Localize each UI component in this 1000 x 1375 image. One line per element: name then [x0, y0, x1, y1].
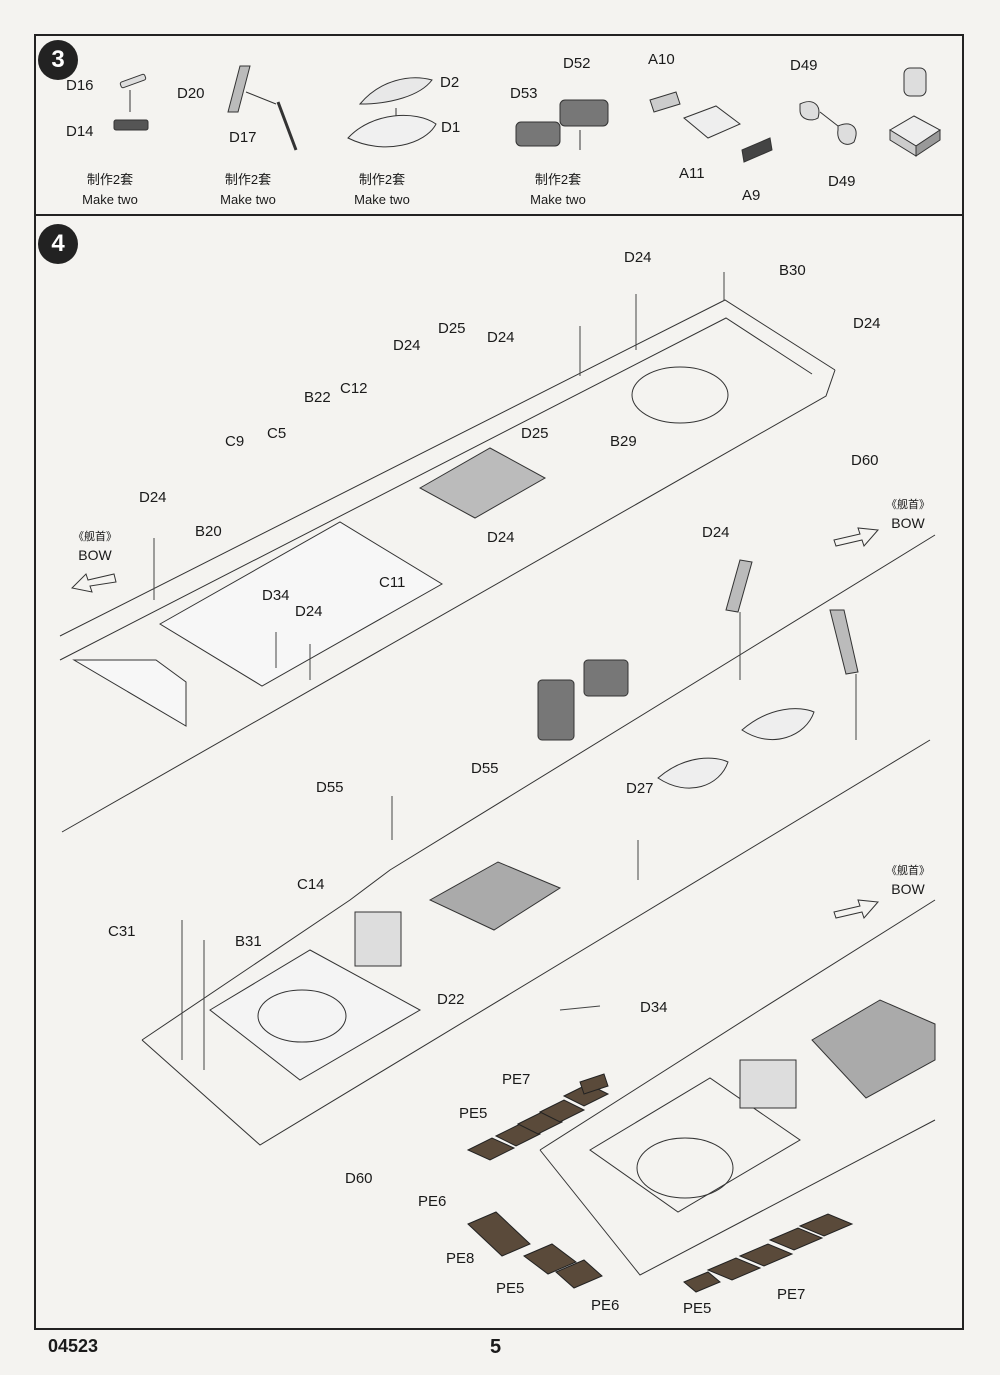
label-d55-b: D55: [471, 760, 499, 777]
label-d25-b: D25: [521, 425, 549, 442]
label-d60-a: D60: [851, 452, 879, 469]
label-d27: D27: [626, 780, 654, 797]
label-d52: D52: [563, 55, 591, 72]
label-c9: C9: [225, 433, 245, 450]
label-d1: D1: [441, 119, 461, 136]
instruction-frame: [34, 34, 964, 1330]
label-d55-a: D55: [316, 779, 344, 796]
step-4-badge: 4: [38, 224, 78, 264]
label-a11: A11: [679, 165, 705, 182]
part-d52-d53: [516, 100, 608, 150]
label-pe6-b: PE6: [591, 1297, 620, 1314]
label-d2: D2: [440, 74, 460, 91]
label-pe5-a: PE5: [459, 1105, 488, 1122]
label-c31: C31: [108, 923, 136, 940]
bow-indicator-right-1: 《舰首》BOW: [830, 496, 940, 547]
label-d24-d: D24: [139, 489, 167, 506]
label-d49-a: D49: [790, 57, 818, 74]
label-d24-right: D24: [853, 315, 881, 332]
arrow-right-icon: [833, 527, 880, 547]
label-d20: D20: [177, 85, 205, 102]
hull-upper: [60, 300, 835, 832]
label-d22: D22: [437, 991, 465, 1008]
page-number: 5: [490, 1336, 502, 1358]
label-c14: C14: [297, 876, 325, 893]
bow-indicator-right-2: 《舰首》BOW: [830, 862, 940, 919]
hull-middle: [142, 535, 935, 1145]
part-d20-d17: [228, 66, 296, 150]
label-d24-e: D24: [487, 529, 515, 546]
label-d60-b: D60: [345, 1170, 373, 1187]
part-a10-a11-a9: [650, 92, 772, 162]
label-c11: C11: [379, 574, 406, 591]
label-d53: D53: [510, 85, 538, 102]
arrow-left-icon: [70, 573, 117, 593]
label-d24-c: D24: [393, 337, 421, 354]
label-d16: D16: [66, 77, 94, 94]
part-d16-d14: [114, 74, 148, 130]
label-d17: D17: [229, 129, 257, 146]
label-b22: B22: [304, 389, 331, 406]
label-b20: B20: [195, 523, 222, 540]
leader-lines: [154, 272, 856, 1070]
label-d34-b: D34: [640, 999, 668, 1016]
product-code: 04523: [48, 1336, 99, 1356]
label-a10: A10: [648, 51, 675, 68]
label-pe8: PE8: [446, 1250, 475, 1267]
label-d34-a: D34: [262, 587, 290, 604]
label-c5: C5: [267, 425, 287, 442]
label-d24-f: D24: [702, 524, 730, 541]
step-divider: [34, 214, 964, 216]
label-a9: A9: [742, 187, 761, 204]
label-d24-top: D24: [624, 249, 652, 266]
label-d14: D14: [66, 123, 94, 140]
label-pe5-c: PE5: [683, 1300, 712, 1317]
pe-grills: [468, 1074, 852, 1292]
part-d49: [800, 102, 856, 145]
label-pe7-b: PE7: [777, 1286, 806, 1303]
label-b31: B31: [235, 933, 262, 950]
label-pe7-a: PE7: [502, 1071, 531, 1088]
label-pe5-b: PE5: [496, 1280, 525, 1297]
label-c12: C12: [340, 380, 368, 397]
label-b29: B29: [610, 433, 637, 450]
label-b30: B30: [779, 262, 806, 279]
part-d49-assembled: [890, 68, 940, 156]
arrow-right-icon: [833, 899, 880, 919]
hull-lower-detail: [540, 900, 935, 1275]
part-d2-d1: [348, 78, 436, 147]
label-pe6-a: PE6: [418, 1193, 447, 1210]
label-d24-b: D24: [487, 329, 515, 346]
step-3-badge: 3: [38, 40, 78, 80]
label-d24-g: D24: [295, 603, 323, 620]
label-d49-b: D49: [828, 173, 856, 190]
bow-indicator-left: 《舰首》BOW: [60, 528, 130, 594]
label-d25-a: D25: [438, 320, 466, 337]
